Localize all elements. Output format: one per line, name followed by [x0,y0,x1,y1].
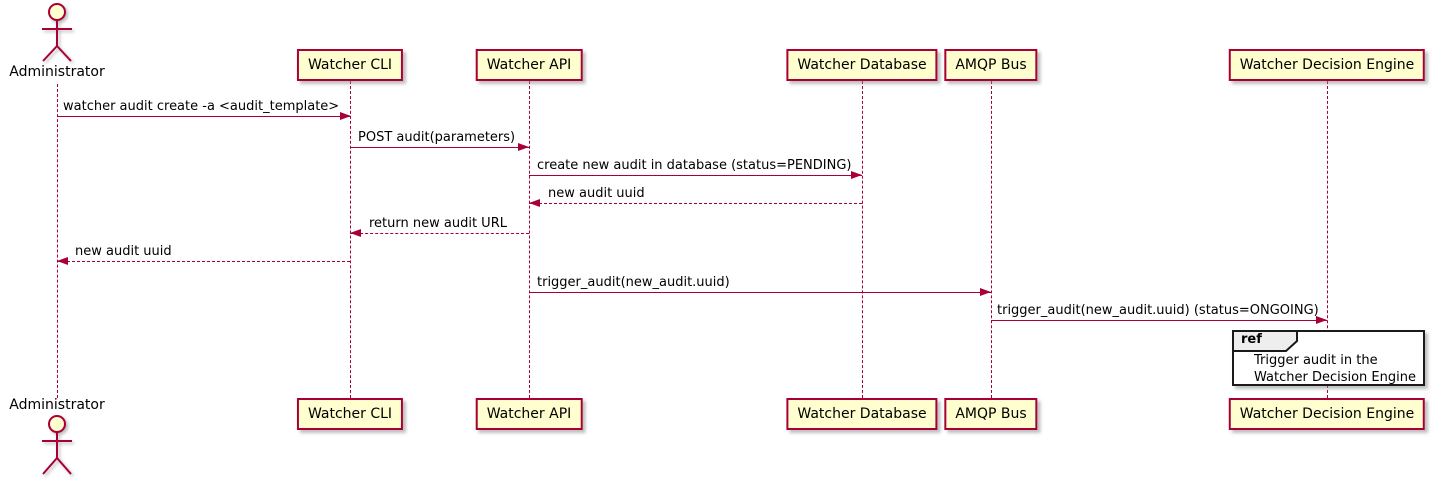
arrowhead-left-icon [350,229,361,237]
message-label: create new audit in database (status=PEN… [537,158,852,173]
message-line [529,175,862,176]
message-line [350,147,529,148]
ref-line: Watcher Decision Engine [1254,370,1416,385]
participant-watcher-cli-top: Watcher CLI [296,49,404,81]
message-label: return new audit URL [369,216,507,231]
participant-watcher-database-bottom: Watcher Database [786,398,938,430]
lifeline-watcher-api [529,81,530,398]
message-line [57,116,351,117]
administrator-actor-icon [42,3,72,62]
participant-watcher-decision-engine-top: Watcher Decision Engine [1228,49,1426,81]
message-label: watcher audit create -a <audit_template> [63,99,340,114]
participant-amqp-bus-bottom: AMQP Bus [944,398,1038,430]
lifeline-watcher-database [862,81,863,398]
message-label: new audit uuid [75,244,172,259]
message-label: trigger_audit(new_audit.uuid) (status=ON… [997,303,1319,318]
arrowhead-right-icon [1316,316,1327,324]
arrowhead-right-icon [851,171,862,179]
message-label: new audit uuid [548,186,645,201]
actor-administrator-top: Administrator [9,64,105,80]
arrowhead-right-icon [518,143,529,151]
lifeline-administrator [57,84,58,398]
ref-keyword: ref [1241,332,1262,347]
participant-amqp-bus-top: AMQP Bus [944,49,1038,81]
ref-header: ref [1232,330,1298,352]
arrowhead-right-icon [340,112,351,120]
ref-line: Trigger audit in the [1254,353,1378,368]
ref-pentagon-icon [1232,330,1298,352]
participant-watcher-cli-bottom: Watcher CLI [296,398,404,430]
message-line [57,261,350,262]
administrator-actor-icon [42,415,72,475]
message-line [350,233,529,234]
participant-watcher-decision-engine-bottom: Watcher Decision Engine [1228,398,1426,430]
actor-administrator-bottom: Administrator [9,397,105,413]
ref-content: Trigger audit in the Watcher Decision En… [1254,352,1416,386]
message-line [529,292,991,293]
message-line [529,203,862,204]
participant-watcher-api-top: Watcher API [475,49,583,81]
message-label: trigger_audit(new_audit.uuid) [537,275,730,290]
lifeline-watcher-cli [350,81,351,398]
arrowhead-left-icon [529,199,540,207]
participant-watcher-api-bottom: Watcher API [475,398,583,430]
message-line [991,320,1327,321]
ref-fragment: ref Trigger audit in the Watcher Decisio… [1232,330,1425,386]
arrowhead-left-icon [57,257,68,265]
arrowhead-right-icon [980,288,991,296]
lifeline-amqp-bus [991,81,992,398]
lifeline-watcher-decision-engine [1327,81,1328,398]
participant-watcher-database-top: Watcher Database [786,49,938,81]
message-label: POST audit(parameters) [358,130,516,145]
